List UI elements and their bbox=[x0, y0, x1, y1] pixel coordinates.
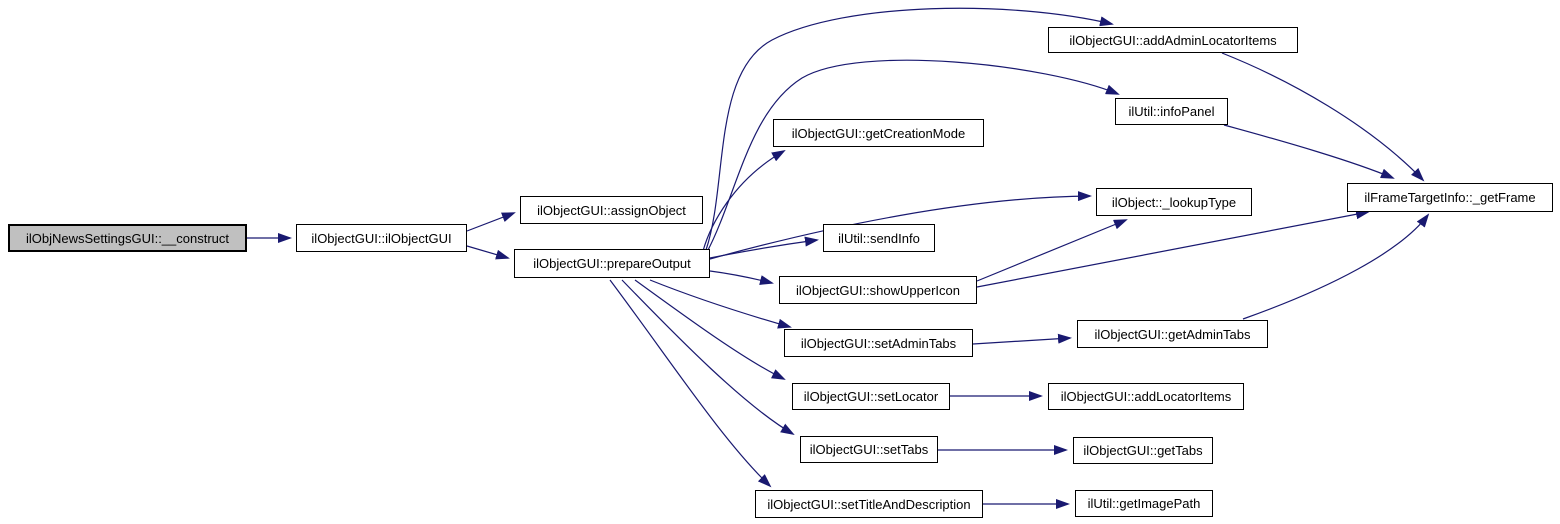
graph-node-construct[interactable]: ilObjNewsSettingsGUI::__construct bbox=[8, 224, 247, 252]
edge-prepareoutput-to-setadmintabs bbox=[649, 279, 792, 329]
graph-node-infopanel[interactable]: ilUtil::infoPanel bbox=[1115, 98, 1228, 125]
graph-node-settabs[interactable]: ilObjectGUI::setTabs bbox=[800, 436, 938, 463]
edge-prepareoutput-to-setlocator bbox=[634, 279, 786, 380]
graph-node-addadminlocatoritems[interactable]: ilObjectGUI::addAdminLocatorItems bbox=[1048, 27, 1298, 53]
edge-prepareoutput-to-getcreationmode bbox=[702, 150, 786, 252]
edge-prepareoutput-to-lookuptype bbox=[709, 191, 1092, 260]
edge-prepareoutput-to-showuppericon bbox=[709, 270, 774, 285]
edge-getadmintabs-to-getframe bbox=[1242, 213, 1430, 320]
edge-ilobjectgui-to-assignobject bbox=[466, 212, 516, 232]
graph-node-getframe[interactable]: ilFrameTargetInfo::_getFrame bbox=[1347, 183, 1553, 212]
graph-node-settitleanddescription[interactable]: ilObjectGUI::setTitleAndDescription bbox=[755, 490, 983, 518]
edge-ilobjectgui-to-prepareoutput bbox=[466, 245, 510, 260]
graph-node-ilobjectgui[interactable]: ilObjectGUI::ilObjectGUI bbox=[296, 224, 467, 252]
graph-node-sendinfo[interactable]: ilUtil::sendInfo bbox=[823, 224, 935, 252]
graph-node-lookuptype[interactable]: ilObject::_lookupType bbox=[1096, 188, 1252, 216]
graph-node-assignobject[interactable]: ilObjectGUI::assignObject bbox=[520, 196, 703, 224]
graph-node-setadmintabs[interactable]: ilObjectGUI::setAdminTabs bbox=[784, 329, 973, 357]
graph-node-gettabs[interactable]: ilObjectGUI::getTabs bbox=[1073, 437, 1213, 464]
edge-showuppericon-to-lookuptype bbox=[976, 219, 1128, 282]
graph-node-getimagepath[interactable]: ilUtil::getImagePath bbox=[1075, 490, 1213, 517]
edge-prepareoutput-to-settabs bbox=[621, 279, 795, 436]
graph-node-getadmintabs[interactable]: ilObjectGUI::getAdminTabs bbox=[1077, 320, 1268, 348]
edge-addadminlocatoritems-to-getframe bbox=[1221, 52, 1425, 182]
graph-node-getcreationmode[interactable]: ilObjectGUI::getCreationMode bbox=[773, 119, 984, 147]
edge-infopanel-to-getframe bbox=[1223, 124, 1395, 179]
graph-node-showuppericon[interactable]: ilObjectGUI::showUpperIcon bbox=[779, 276, 977, 304]
edge-group bbox=[247, 7, 1430, 509]
graph-node-addlocatoritems[interactable]: ilObjectGUI::addLocatorItems bbox=[1048, 383, 1244, 410]
edge-setadmintabs-to-getadmintabs bbox=[972, 333, 1072, 345]
graph-node-setlocator[interactable]: ilObjectGUI::setLocator bbox=[792, 383, 950, 410]
edge-prepareoutput-to-addadminlocatoritems bbox=[705, 7, 1114, 251]
edge-showuppericon-to-getframe bbox=[976, 209, 1370, 288]
edge-prepareoutput-to-settitleanddescription bbox=[609, 279, 772, 488]
edge-prepareoutput-to-infopanel bbox=[706, 59, 1120, 253]
edge-prepareoutput-to-sendinfo bbox=[709, 236, 819, 259]
graph-node-prepareoutput[interactable]: ilObjectGUI::prepareOutput bbox=[514, 249, 710, 278]
